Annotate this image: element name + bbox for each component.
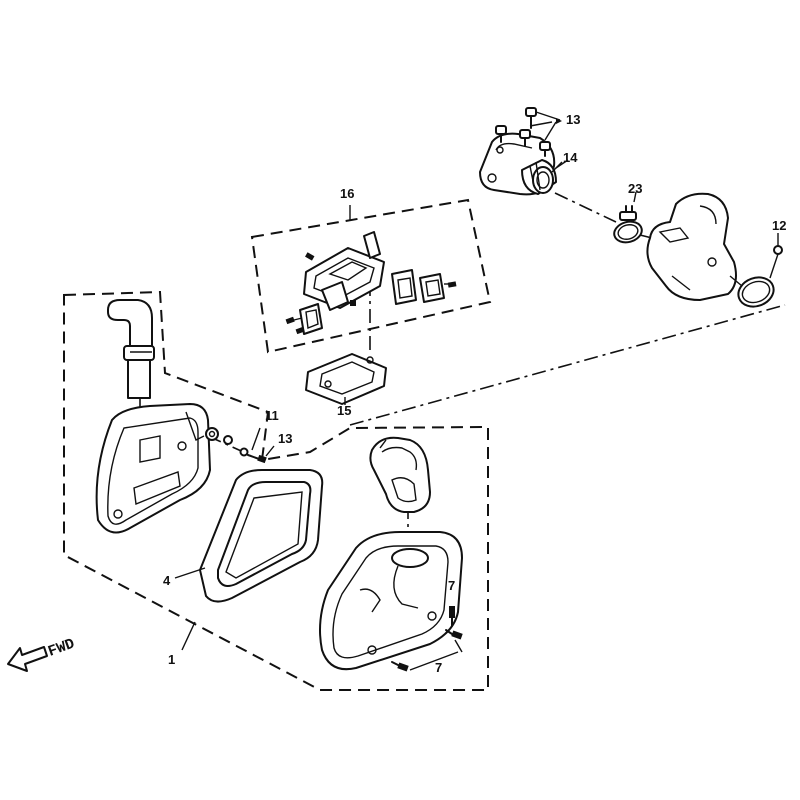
intake-duct xyxy=(369,436,431,513)
leader-lines xyxy=(174,159,779,651)
intake-snorkel xyxy=(107,299,155,399)
screw-part-11 xyxy=(239,447,267,464)
callout-7-upper: 7 xyxy=(448,578,455,593)
air-cleaner-assembly-boundary xyxy=(63,290,489,691)
forward-arrow-icon xyxy=(7,646,48,672)
air-cleaner-cover xyxy=(319,531,463,671)
callout-7-lower: 7 xyxy=(435,660,442,675)
reed-valve-assembly-boundary xyxy=(250,198,492,354)
case-grommet xyxy=(205,427,233,445)
callout-23: 23 xyxy=(628,181,642,196)
callout-11: 11 xyxy=(265,408,279,423)
callout-16: 16 xyxy=(340,186,354,201)
reed-valve-assembly xyxy=(285,231,457,335)
callout-12: 12 xyxy=(772,218,786,233)
direction-label: FWD xyxy=(46,635,77,660)
callout-14: 14 xyxy=(563,150,578,165)
o-ring xyxy=(729,245,783,308)
air-cleaner-case xyxy=(95,403,211,534)
intake-manifold xyxy=(479,107,563,196)
callout-13-case: 13 xyxy=(278,431,292,446)
callout-1: 1 xyxy=(168,652,175,667)
reed-gasket xyxy=(305,353,387,405)
callout-4: 4 xyxy=(163,573,171,588)
air-filter-element xyxy=(199,469,324,603)
hose-clamp xyxy=(613,191,643,244)
manifold-bolts xyxy=(495,107,551,157)
screws-part-7 xyxy=(391,606,463,672)
callout-15: 15 xyxy=(337,403,351,418)
carburetor-outline xyxy=(646,192,737,301)
callout-13-manifold: 13 xyxy=(566,112,580,127)
